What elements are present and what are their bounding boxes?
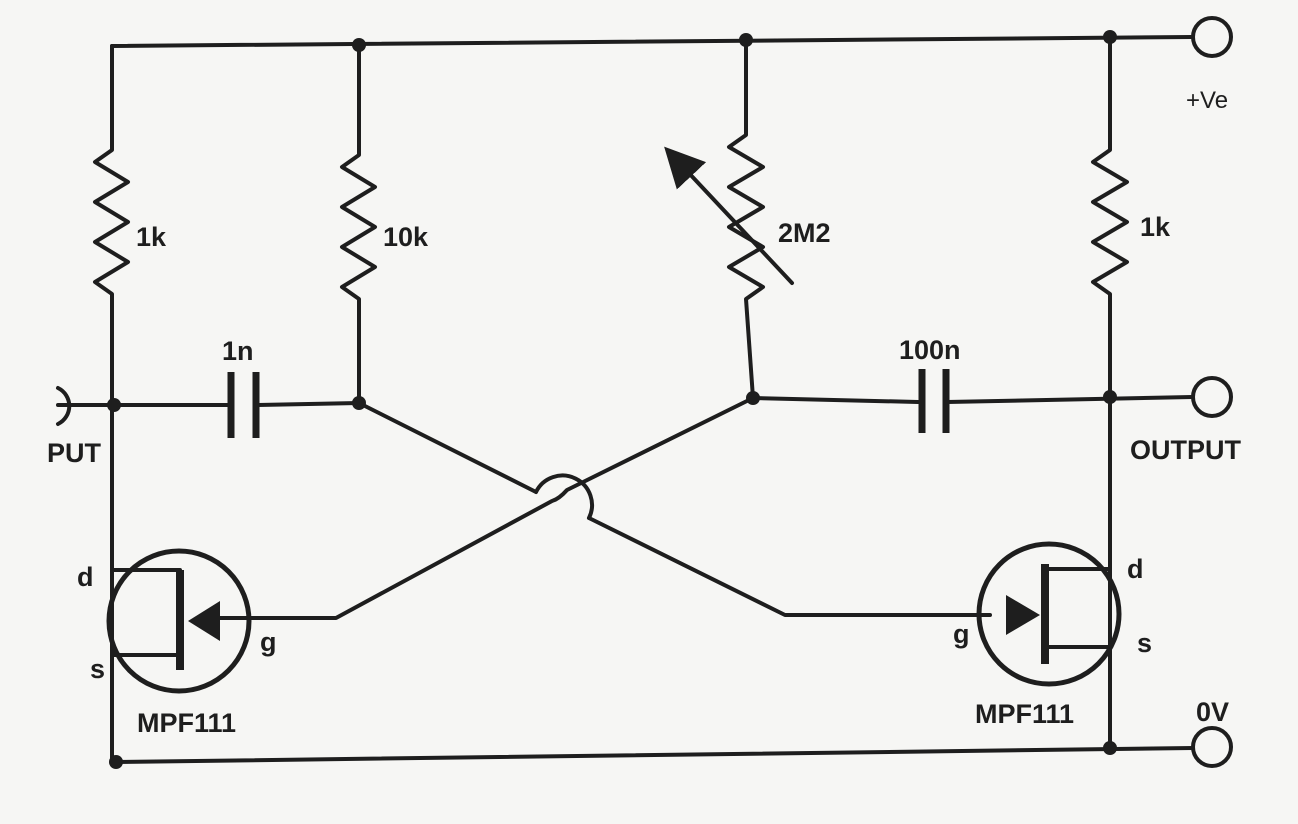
q2-gate-label: g — [953, 619, 970, 649]
q1-drain-source — [110, 568, 182, 657]
cross-wire-to-q2-gate — [357, 401, 992, 617]
r1-label: 1k — [136, 222, 167, 252]
two-m-two-column-wire — [727, 38, 765, 400]
right-column-wire — [1091, 35, 1129, 750]
q2-transistor-body — [976, 541, 1122, 687]
junction-dot — [107, 398, 121, 412]
junction-dot — [352, 38, 366, 52]
input-terminal — [56, 386, 72, 426]
q2-drain-source — [1043, 567, 1112, 649]
capacitor-100n — [918, 369, 950, 433]
c1-label: 1n — [222, 336, 254, 366]
q1-part-label: MPF111 — [137, 708, 236, 738]
variable-resistor-arrow — [664, 146, 794, 285]
junction-dot — [746, 391, 760, 405]
c2-label: 100n — [899, 335, 961, 365]
junction-dot — [1103, 741, 1117, 755]
ground-label: 0V — [1196, 697, 1229, 727]
c2-to-output-wire — [945, 395, 1194, 404]
ground-rail — [114, 746, 1195, 764]
q1-drain-label: d — [77, 562, 94, 592]
ten-k-column-wire — [340, 44, 377, 403]
r3-label: 2M2 — [778, 218, 831, 248]
r4-label: 1k — [1140, 212, 1171, 242]
r2-label: 10k — [383, 222, 429, 252]
q2-part-label: MPF111 — [975, 699, 1074, 729]
capacitor-1n — [227, 372, 260, 438]
q1-source-label: s — [90, 654, 105, 684]
q1-gate-arrow — [188, 601, 220, 641]
q2-source-label: s — [1137, 628, 1152, 658]
junction-dot — [1103, 30, 1117, 44]
left-column-wire — [93, 44, 130, 764]
q2-drain-label: d — [1127, 554, 1144, 584]
junction-dot — [109, 755, 123, 769]
supply-terminal — [1191, 16, 1233, 58]
input-label: PUT — [47, 438, 102, 468]
supply-rail — [110, 35, 1194, 48]
wire-crossover-hop — [534, 473, 595, 520]
q1-gate-label: g — [260, 627, 277, 657]
output-terminal — [1191, 376, 1233, 418]
output-label: OUTPUT — [1130, 435, 1242, 465]
node-to-c2-wire — [751, 396, 920, 404]
junction-dot — [352, 396, 366, 410]
cross-wire-to-q1-gate — [214, 396, 755, 620]
q2-gate-arrow — [1006, 595, 1040, 635]
junction-dot — [739, 33, 753, 47]
ground-terminal — [1191, 726, 1233, 768]
junction-dot — [1103, 390, 1117, 404]
q1-transistor-body — [106, 548, 252, 694]
supply-label: +Ve — [1186, 87, 1228, 114]
c1-to-node-wire — [256, 401, 361, 407]
